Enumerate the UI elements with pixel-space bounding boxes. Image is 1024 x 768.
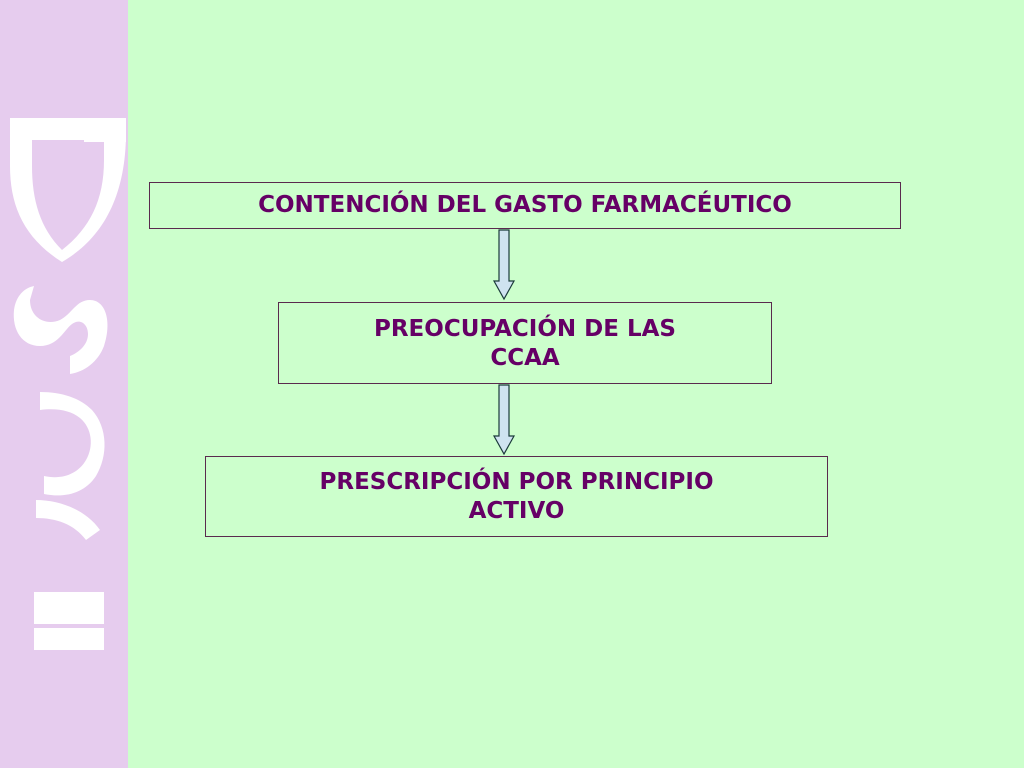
box-3-line-2: ACTIVO xyxy=(468,497,565,524)
diagram-box-ccaa-concern: PREOCUPACIÓN DE LAS CCAA xyxy=(278,302,772,384)
diagram-box-cost-containment: CONTENCIÓN DEL GASTO FARMACÉUTICO xyxy=(149,182,901,229)
box-2-line-1: PREOCUPACIÓN DE LAS xyxy=(373,316,676,342)
down-arrow-icon xyxy=(492,229,516,301)
side-band xyxy=(0,0,128,768)
diagram-box-active-ingredient-prescription: PRESCRIPCIÓN POR PRINCIPIO ACTIVO xyxy=(205,456,828,537)
down-arrow-icon xyxy=(492,384,516,456)
box-1-line-1: CONTENCIÓN DEL GASTO FARMACÉUTICO xyxy=(258,192,792,218)
box-2-line-2: CCAA xyxy=(490,345,560,371)
box-3-line-1: PRESCRIPCIÓN POR PRINCIPIO xyxy=(319,468,714,495)
psi-logo-icon xyxy=(10,118,126,650)
